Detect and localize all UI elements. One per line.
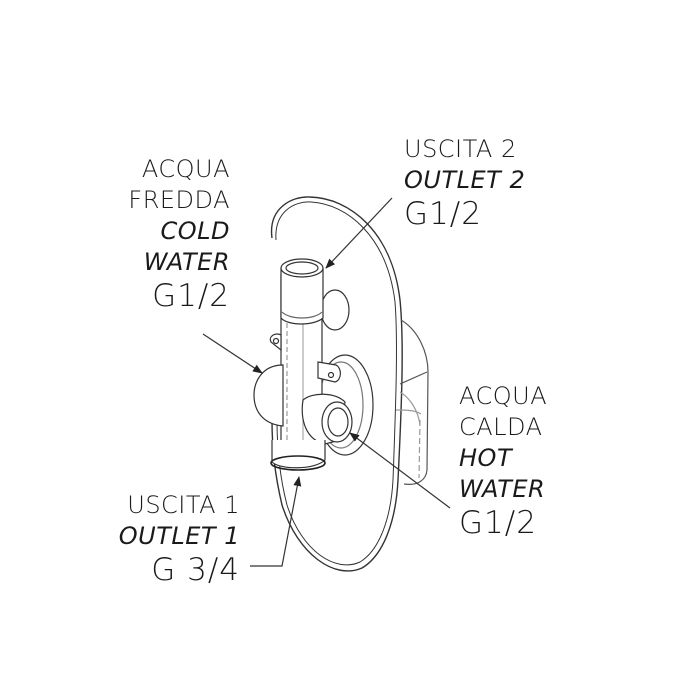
outlet-2-en: OUTLET 2 (404, 166, 526, 194)
hot-water-thread-size: G1/2 (459, 505, 537, 541)
cold-water-thread-size: G1/2 (152, 278, 230, 314)
hot-water-en: HOT (459, 444, 513, 472)
leader-cold-water (202, 333, 263, 374)
outlet-2-it: USCITA 2 (404, 135, 517, 163)
leader-lines (202, 197, 451, 567)
leader-hot-water (349, 432, 451, 509)
outlet-2-thread-size: G1/2 (404, 196, 482, 232)
cold-water-en-2: WATER (143, 248, 230, 276)
label-outlet-2: USCITA 2 OUTLET 2 G1/2 (404, 134, 525, 232)
cold-water-en: COLD (160, 217, 230, 245)
cold-water-it: ACQUA (141, 155, 230, 183)
label-outlet-1: USCITA 1 OUTLET 1 G 3/4 (119, 490, 240, 588)
valve-body (253, 258, 374, 471)
wall-plate (270, 196, 403, 572)
leader-outlet-2 (325, 197, 393, 269)
label-cold-water: ACQUA FREDDA COLD WATER G1/2 (128, 154, 230, 314)
lever-handle (395, 319, 429, 485)
hot-water-it-2: CALDA (459, 413, 543, 441)
label-hot-water: ACQUA CALDA HOT WATER G1/2 (459, 381, 547, 541)
outlet-1-it: USCITA 1 (127, 491, 240, 519)
leader-outlet-1 (250, 476, 302, 567)
hot-water-it: ACQUA (459, 382, 548, 410)
hot-water-en-2: WATER (459, 475, 546, 503)
cold-water-it-2: FREDDA (128, 186, 230, 214)
outlet-1-en: OUTLET 1 (118, 522, 240, 550)
outlet-1-thread-size: G 3/4 (151, 552, 240, 588)
